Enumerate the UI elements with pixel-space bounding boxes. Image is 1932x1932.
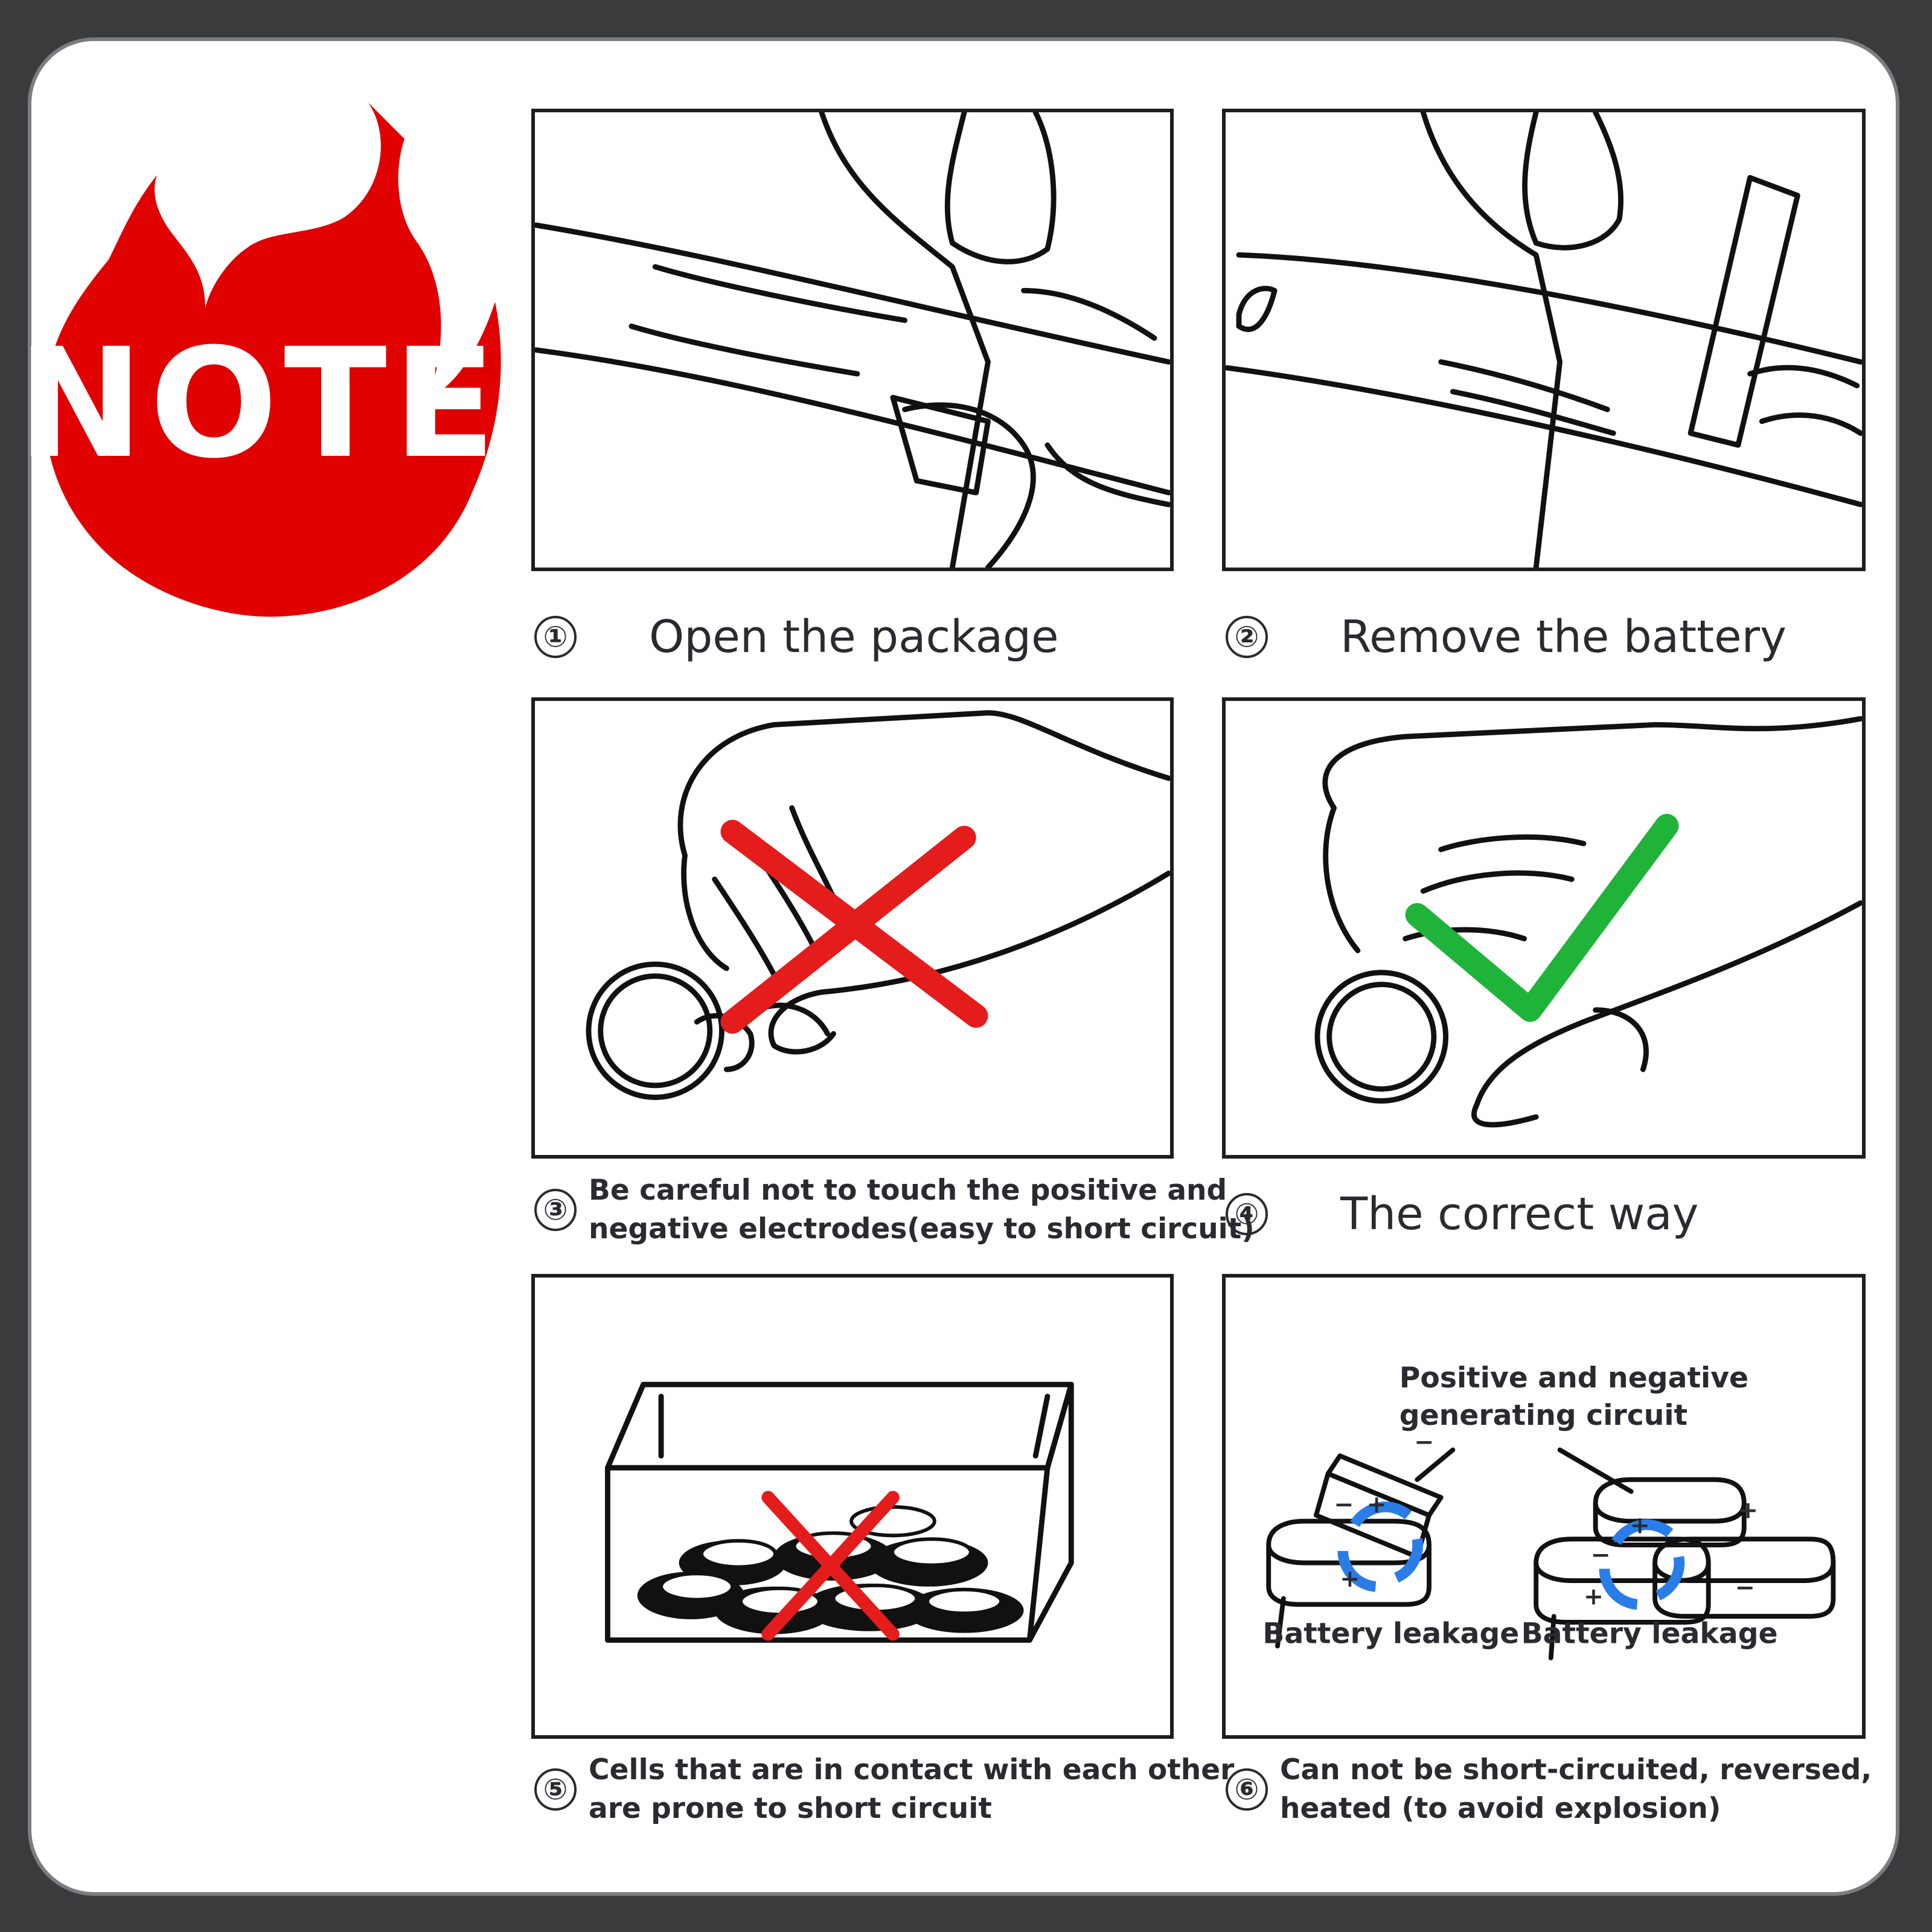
step-3-caption: ③ Be careful not to touch the positive a… [534, 1171, 1255, 1249]
plus-sign: + [1340, 1565, 1360, 1593]
step-2-caption: ② Remove the battery [1226, 611, 1786, 663]
plus-sign: + [1630, 1511, 1650, 1539]
cross-icon [720, 819, 988, 1034]
step-1-number: ① [534, 616, 577, 658]
plus-sign: + [1367, 1491, 1387, 1518]
step-5-number: ⑤ [534, 1768, 577, 1811]
step-4-number: ④ [1226, 1193, 1268, 1235]
minus-sign: − [1735, 1574, 1755, 1602]
step-5-caption: ⑤ Cells that are in contact with each ot… [534, 1751, 1234, 1828]
step-6-number: ⑥ [1226, 1768, 1268, 1811]
step-2-text: Remove the battery [1340, 611, 1786, 663]
step-4-text: The correct way [1340, 1188, 1699, 1240]
wrong-grip-illustration [586, 710, 1170, 1100]
flame-icon: NOTE [17, 103, 502, 617]
note-badge: NOTE [17, 103, 507, 634]
step-1-text: Open the package [649, 611, 1059, 663]
right-leakage-label: Battery leakage [1521, 1617, 1778, 1650]
step-3-text-line2: negative electrodes(easy to short circui… [589, 1212, 1255, 1246]
left-leakage-label: Battery leakage [1262, 1617, 1519, 1650]
cross-icon [761, 1491, 900, 1641]
plus-sign: + [1584, 1582, 1604, 1610]
diagram-heading-line2: generating circuit [1399, 1399, 1687, 1432]
remove-battery-illustration [1226, 112, 1862, 568]
note-text: NOTE [30, 316, 502, 491]
step-5-text-line1: Cells that are in contact with each othe… [589, 1753, 1235, 1786]
short-circuit-diagram: Positive and negative generating circuit [1262, 1361, 1836, 1660]
step-3-number: ③ [534, 1189, 577, 1231]
open-package-illustration [535, 112, 1170, 568]
diagram-heading-line1: Positive and negative [1399, 1361, 1748, 1395]
check-icon [1405, 814, 1679, 1022]
minus-sign: − [1591, 1541, 1611, 1569]
step-1-caption: ① Open the package [534, 611, 1059, 663]
panel-no-short-circuit: Positive and negative generating circuit [1222, 1274, 1866, 1739]
flame-shape [45, 103, 501, 617]
panel-cells-contact [531, 1274, 1174, 1739]
panel-careful [531, 697, 1174, 1159]
step-6-text-line1: Can not be short-circuited, reversed, [1280, 1753, 1872, 1786]
panel-remove-battery [1222, 109, 1866, 571]
minus-sign: − [1334, 1491, 1354, 1518]
step-4-caption: ④ The correct way [1226, 1188, 1698, 1240]
step-6-text-line2: heated (to avoid explosion) [1280, 1792, 1721, 1825]
correct-grip-illustration [1314, 716, 1862, 1128]
step-2-number: ② [1226, 616, 1268, 658]
minus-sign: − [1414, 1428, 1434, 1456]
step-6-caption: ⑥ Can not be short-circuited, reversed, … [1226, 1751, 1872, 1828]
step-5-text-line2: are prone to short circuit [589, 1792, 992, 1825]
panel-correct-way [1222, 697, 1866, 1159]
plus-sign: + [1738, 1497, 1758, 1524]
step-3-text-line1: Be careful not to touch the positive and [589, 1174, 1227, 1207]
panel-open-package [531, 109, 1174, 571]
